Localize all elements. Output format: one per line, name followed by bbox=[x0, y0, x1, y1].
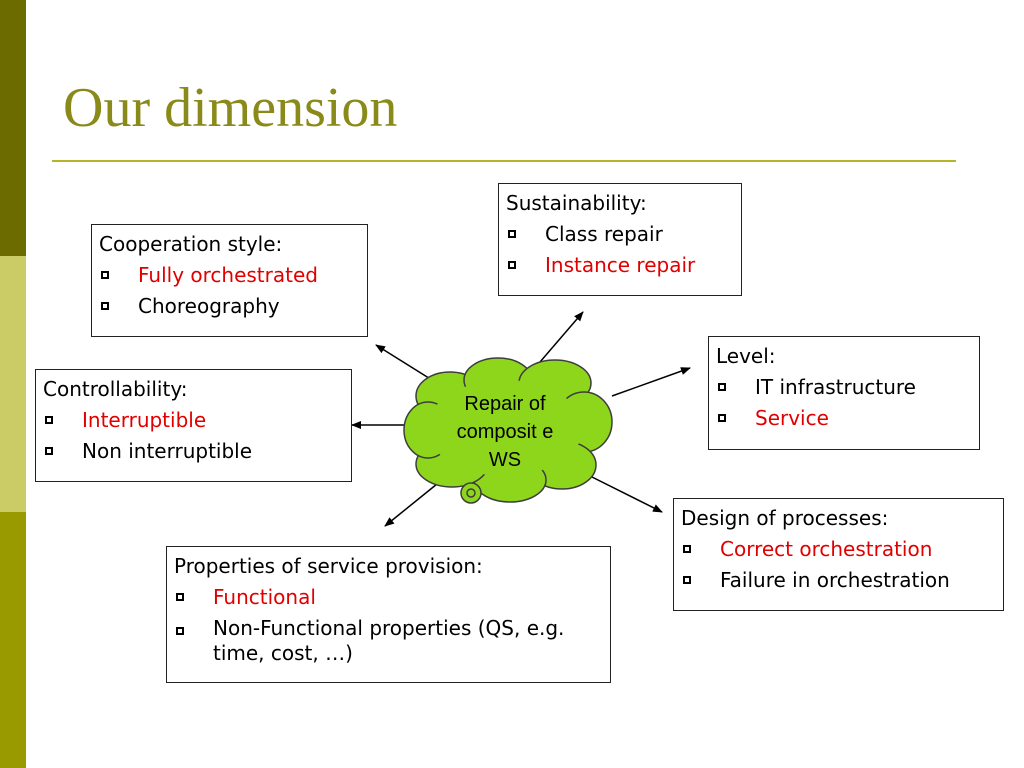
center-cloud-label: Repair of composit e WS bbox=[456, 393, 554, 471]
item-label: Non-Functional properties (QS, e.g. time… bbox=[213, 616, 565, 665]
arrow-to-properties bbox=[384, 483, 438, 527]
side-stripe-bottom bbox=[0, 512, 26, 768]
square-bullet-icon bbox=[508, 230, 516, 238]
item-label: Fully orchestrated bbox=[138, 263, 318, 287]
cooperation-style-box: Cooperation style: Fully orchestrated Ch… bbox=[91, 224, 368, 337]
design-of-processes-heading: Design of processes: bbox=[681, 506, 889, 530]
arrow-to-sustainability bbox=[539, 311, 584, 363]
properties-item-non-functional: Non-Functional properties (QS, e.g. time… bbox=[174, 613, 610, 666]
item-label: Choreography bbox=[138, 294, 280, 318]
design-item-correct-orchestration: Correct orchestration bbox=[681, 534, 1003, 565]
square-bullet-icon bbox=[683, 545, 691, 553]
item-label: Service bbox=[755, 406, 829, 430]
level-item-service: Service bbox=[716, 403, 979, 434]
square-bullet-icon bbox=[45, 447, 53, 455]
center-cloud bbox=[403, 357, 613, 503]
item-label: Failure in orchestration bbox=[720, 568, 950, 592]
square-bullet-icon bbox=[176, 593, 184, 601]
level-box: Level: IT infrastructure Service bbox=[708, 336, 980, 450]
item-label: Non interruptible bbox=[82, 439, 253, 463]
sustainability-heading: Sustainability: bbox=[506, 191, 647, 215]
level-heading: Level: bbox=[716, 344, 776, 368]
square-bullet-icon bbox=[45, 416, 53, 424]
arrow-to-level bbox=[611, 367, 691, 397]
service-provision-properties-box: Properties of service provision: Functio… bbox=[166, 546, 611, 683]
item-label: Correct orchestration bbox=[720, 537, 933, 561]
controllability-heading: Controllability: bbox=[43, 377, 188, 401]
level-item-it-infrastructure: IT infrastructure bbox=[716, 372, 979, 403]
square-bullet-icon bbox=[718, 414, 726, 422]
sustainability-box: Sustainability: Class repair Instance re… bbox=[498, 183, 742, 296]
design-of-processes-box: Design of processes: Correct orchestrati… bbox=[673, 498, 1004, 611]
side-stripe-middle bbox=[0, 256, 26, 512]
service-provision-heading: Properties of service provision: bbox=[174, 554, 483, 578]
controllability-item-non-interruptible: Non interruptible bbox=[43, 436, 351, 467]
controllability-box: Controllability: Interruptible Non inter… bbox=[35, 369, 352, 482]
arrow-to-design bbox=[585, 473, 663, 513]
item-label: Functional bbox=[213, 585, 316, 609]
item-label: Interruptible bbox=[82, 408, 207, 432]
properties-item-functional: Functional bbox=[174, 582, 610, 613]
sustainability-item-class-repair: Class repair bbox=[506, 219, 741, 250]
item-label: Class repair bbox=[545, 222, 663, 246]
cooperation-item-fully-orchestrated: Fully orchestrated bbox=[99, 260, 367, 291]
square-bullet-icon bbox=[508, 261, 516, 269]
square-bullet-icon bbox=[101, 271, 109, 279]
sustainability-item-instance-repair: Instance repair bbox=[506, 250, 741, 281]
cloud-tail bbox=[460, 482, 482, 504]
controllability-item-interruptible: Interruptible bbox=[43, 405, 351, 436]
slide-title: Our dimension bbox=[63, 77, 398, 139]
square-bullet-icon bbox=[683, 576, 691, 584]
cooperation-item-choreography: Choreography bbox=[99, 291, 367, 322]
square-bullet-icon bbox=[101, 302, 109, 310]
item-label: Instance repair bbox=[545, 253, 696, 277]
square-bullet-icon bbox=[176, 627, 184, 635]
cooperation-style-heading: Cooperation style: bbox=[99, 232, 283, 256]
item-label: IT infrastructure bbox=[755, 375, 916, 399]
title-underline bbox=[52, 160, 956, 162]
design-item-failure-in-orchestration: Failure in orchestration bbox=[681, 565, 1003, 596]
square-bullet-icon bbox=[718, 383, 726, 391]
side-stripe-top bbox=[0, 0, 26, 256]
